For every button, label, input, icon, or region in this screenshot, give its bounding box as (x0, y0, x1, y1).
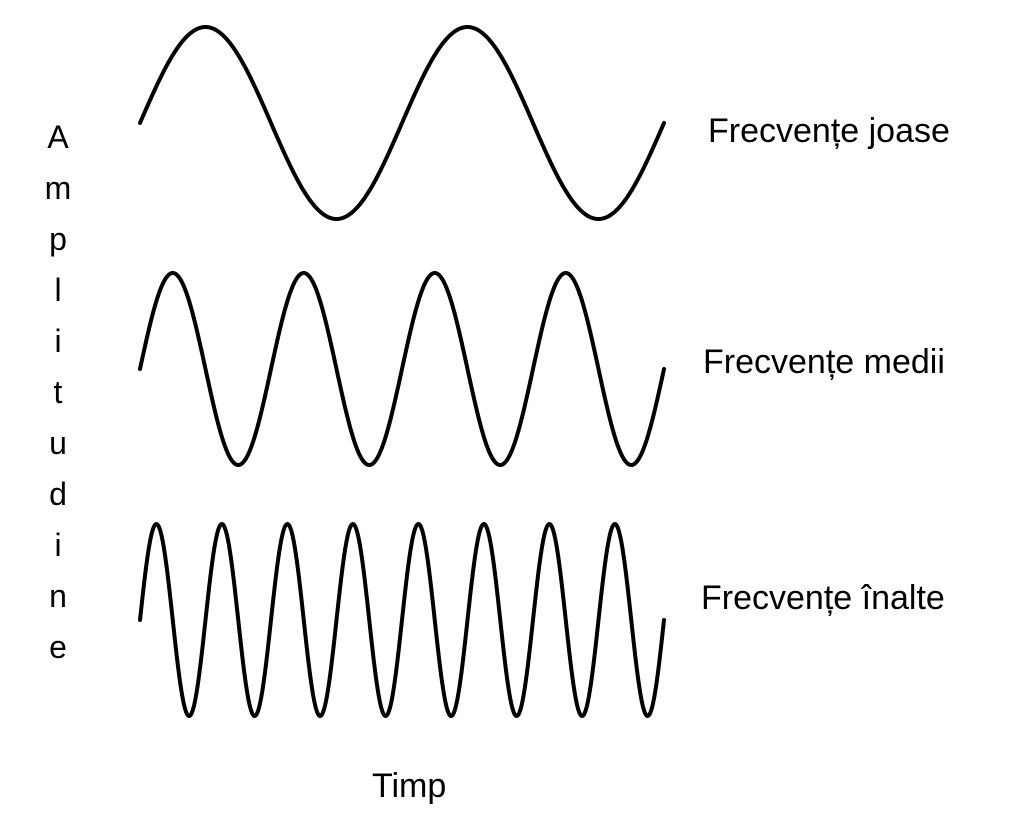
y-axis-letter: i (54, 527, 62, 563)
y-axis-letter: e (49, 629, 67, 665)
wave-label-low-frequency: Frecvențe joase (708, 112, 950, 150)
wave-high-frequency (138, 522, 666, 718)
y-axis-letter: t (53, 374, 63, 410)
x-axis-label: Timp (372, 767, 447, 805)
y-axis-letter: m (44, 170, 72, 206)
y-axis-letter: u (49, 425, 67, 461)
y-axis-letter: p (49, 221, 67, 257)
wave-label-high-frequency: Frecvențe înalte (701, 579, 945, 617)
wave-medium-frequency (138, 271, 666, 467)
y-axis-letter: l (54, 272, 62, 308)
wave-low-frequency (138, 25, 666, 221)
y-axis-letter: A (47, 119, 69, 155)
y-axis-letter: d (49, 476, 67, 512)
y-axis-letter: n (49, 578, 67, 614)
y-axis-letter: i (54, 323, 62, 359)
wave-label-medium-frequency: Frecvențe medii (703, 343, 945, 381)
